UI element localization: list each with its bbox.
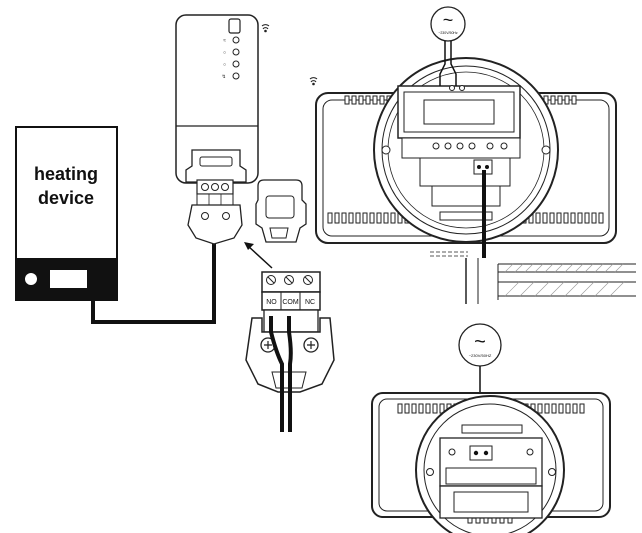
ac-power-icon: ~ ~230V/50HZ xyxy=(458,323,502,367)
power-symbol-top: ~ xyxy=(443,10,454,30)
thermostat-back-bottom xyxy=(371,392,611,533)
device-cable xyxy=(91,228,216,324)
device-display xyxy=(50,270,87,288)
small-terminal-block xyxy=(187,179,243,245)
heating-device: heating device xyxy=(15,126,118,301)
svg-text:○: ○ xyxy=(223,50,226,56)
terminal-com-label: COM xyxy=(282,299,299,306)
svg-text:○: ○ xyxy=(223,62,226,68)
receiver-unit: ≈ ○ ○ ↯ xyxy=(175,14,270,184)
arrow-icon xyxy=(244,242,273,269)
power-cable-top xyxy=(439,41,457,86)
svg-text:≈: ≈ xyxy=(223,38,226,44)
ac-power-icon: ~ ~230V/50Hz xyxy=(430,6,466,42)
power-caption-bottom: ~230V/50HZ xyxy=(469,353,492,358)
heating-device-label-line1: heating xyxy=(34,164,98,184)
wifi-icon xyxy=(309,77,318,86)
thermostat-back-top xyxy=(309,57,617,244)
terminal-cover xyxy=(255,179,307,243)
enlarged-terminal: NO COM NC xyxy=(245,271,335,432)
power-caption-top: ~230V/50Hz xyxy=(438,31,458,35)
svg-text:↯: ↯ xyxy=(222,74,226,80)
terminal-nc-label: NC xyxy=(305,299,315,306)
power-led-icon xyxy=(25,273,37,285)
power-symbol-bottom: ~ xyxy=(474,331,486,353)
terminal-no-label: NO xyxy=(266,299,277,306)
receiver-button xyxy=(228,18,241,34)
wifi-icon xyxy=(261,24,270,33)
heating-device-label-line2: device xyxy=(38,188,94,208)
wall-section xyxy=(430,251,638,304)
